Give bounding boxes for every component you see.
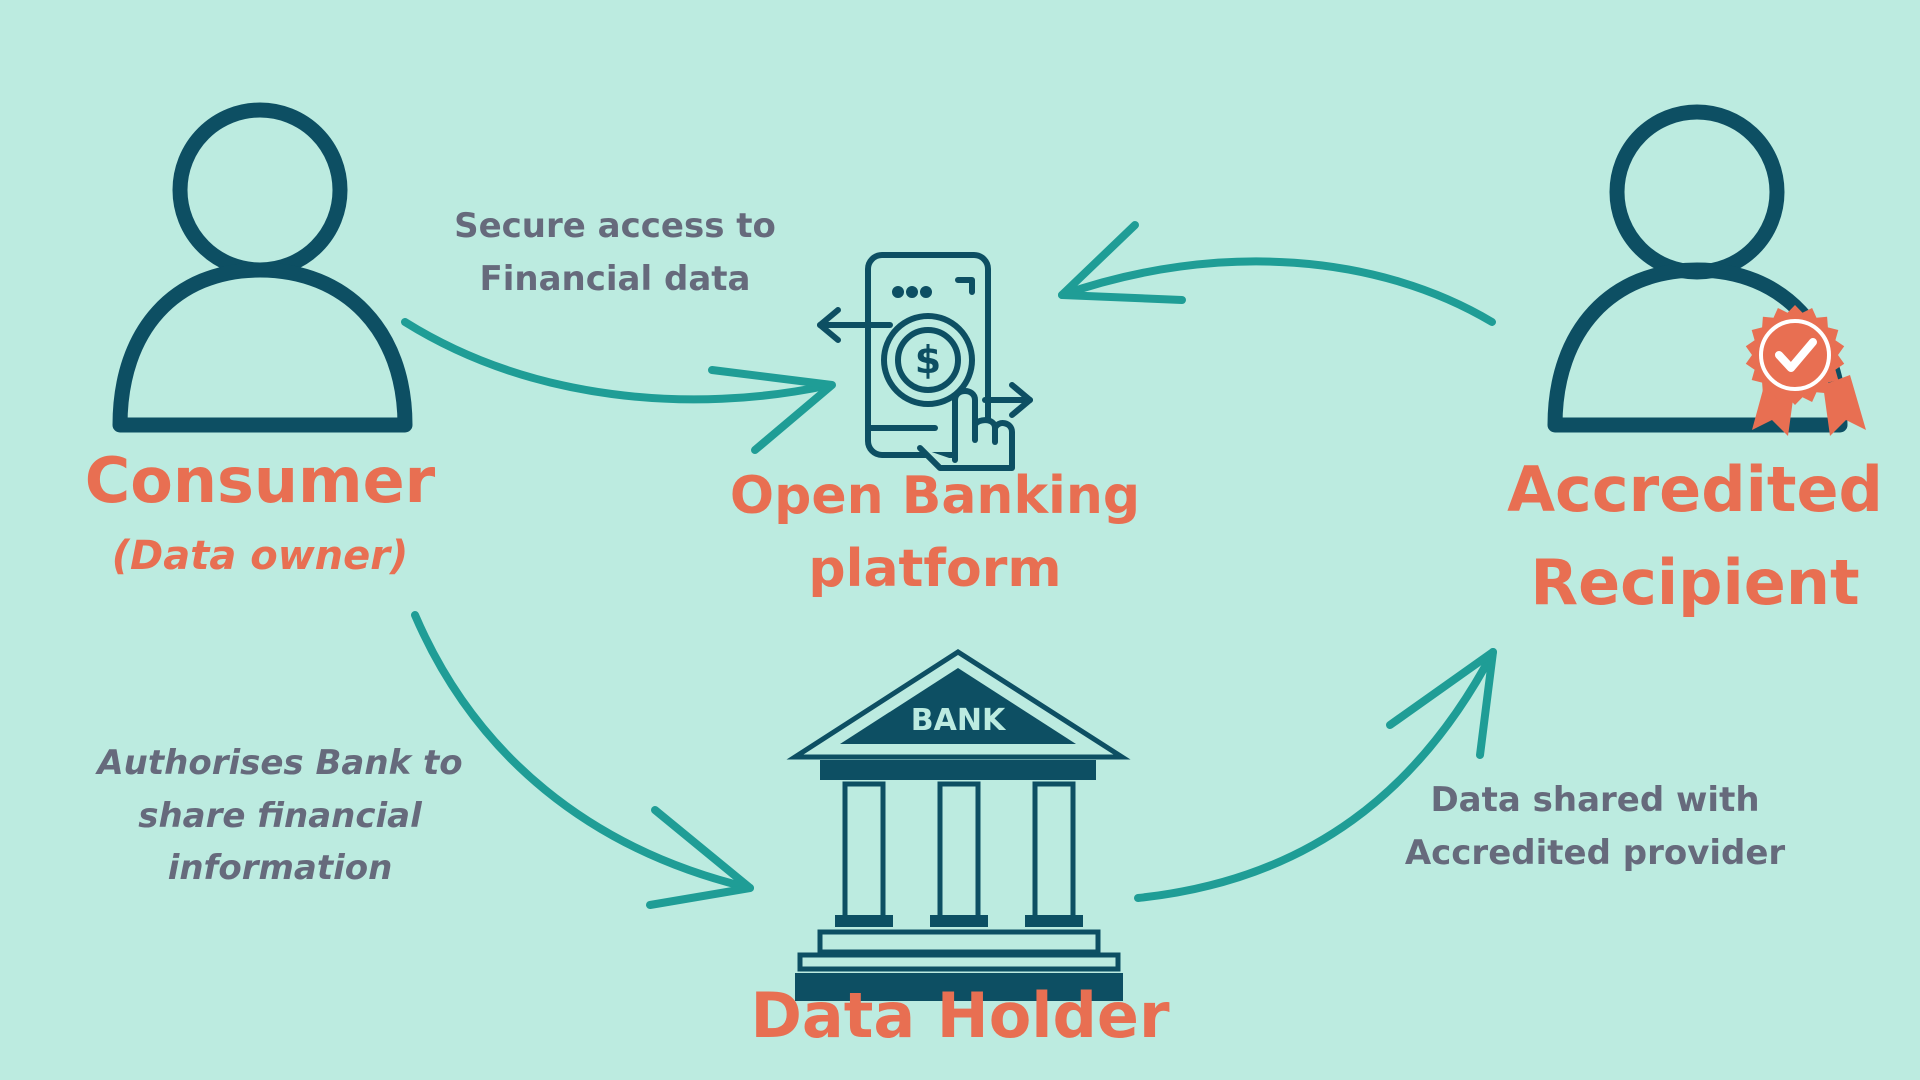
caption-consumer-to-holder-line1: Authorises Bank to [97,743,463,783]
holder-title: Data Holder [750,979,1170,1052]
caption-consumer-to-platform-line1: Secure access to [454,206,776,246]
caption-consumer-to-holder-line2: share financial [138,795,422,836]
caption-holder-to-recipient-line2: Accredited provider [1404,832,1786,873]
arrow-recipient-to-platform [1058,221,1496,326]
consumer-person-icon [112,102,413,433]
caption-holder-to-recipient: Data shared with Accredited provider [1370,774,1820,879]
caption-consumer-to-holder-line3: information [167,848,393,889]
platform-title-line1: Open Banking [729,466,1141,526]
recipient-title-line1: Accredited [1507,453,1883,526]
consumer-subtitle: (Data owner) [111,533,409,579]
arrow-holder-to-recipient [1134,648,1497,902]
bank-sign: BANK [911,703,1007,738]
caption-consumer-to-holder: Authorises Bank to share financial infor… [65,737,495,895]
platform-title-line2: platform [808,538,1062,599]
recipient-title-line2: Recipient [1530,546,1860,619]
arrow-consumer-to-holder [411,611,754,909]
bank-column [842,781,1076,922]
recipient-title: Accredited Recipient [1480,443,1910,629]
consumer-title: Consumer [84,444,436,517]
caption-holder-to-recipient-line1: Data shared with [1430,780,1760,820]
platform-title: Open Banking platform [720,460,1150,606]
arrow-consumer-to-platform [401,318,836,454]
dollar-sign-icon: $ [915,338,941,382]
mobile-payment-icon [817,252,1033,471]
accreditation-badge-icon [1745,305,1866,436]
bank-building-icon [786,649,1131,1001]
caption-consumer-to-platform: Secure access to Financial data [410,200,820,305]
caption-consumer-to-platform-line2: Financial data [479,258,751,299]
